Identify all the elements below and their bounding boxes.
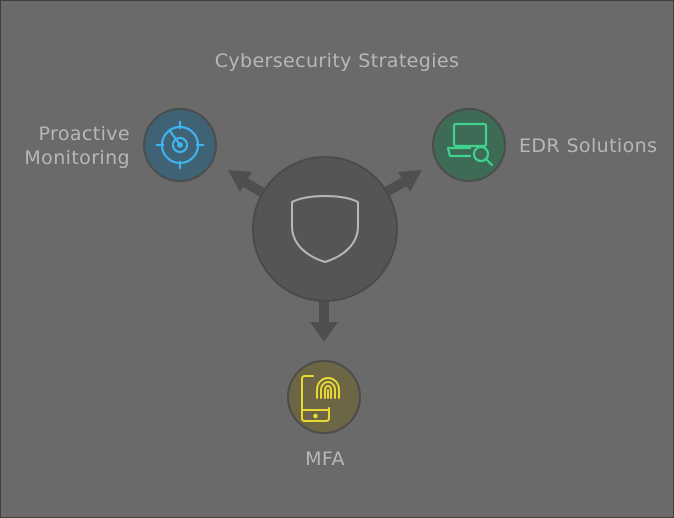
laptop-search-icon [446, 122, 494, 167]
mfa-node [287, 360, 361, 434]
mfa-label: MFA [305, 448, 345, 470]
arrow-to-right [383, 170, 422, 197]
arrow-to-left [228, 170, 265, 197]
hub-node [252, 156, 398, 302]
proactive-monitoring-label: Proactive Monitoring [10, 122, 130, 170]
proactive-monitoring-label-line2: Monitoring [24, 147, 130, 169]
proactive-monitoring-node [143, 108, 217, 182]
edr-solutions-node [432, 108, 506, 182]
proactive-monitoring-label-line1: Proactive [38, 123, 130, 145]
diagram-title: Cybersecurity Strategies [214, 50, 460, 72]
radar-icon [155, 120, 205, 170]
edr-solutions-label: EDR Solutions [519, 135, 658, 157]
phone-fingerprint-icon [301, 375, 340, 422]
arrow-to-bottom [310, 298, 338, 342]
shield-icon [291, 195, 359, 263]
